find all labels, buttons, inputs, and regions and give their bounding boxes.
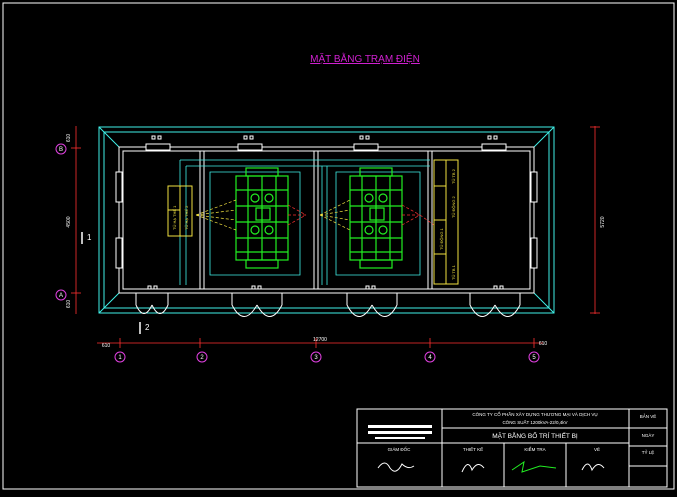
outer-wall — [98, 126, 555, 314]
section-marks — [81, 232, 141, 334]
tb-drawing-name: MẶT BẰNG BỐ TRÍ THIẾT BỊ — [492, 430, 578, 440]
signature-checker — [511, 460, 557, 473]
tb-company: CÔNG TY CỔ PHẦN XÂY DỰNG THƯƠNG MẠI VÀ D… — [472, 411, 597, 417]
signatures — [377, 460, 605, 473]
grid-x-1: 1 — [118, 355, 122, 361]
grid-axes-x-labels: 1 2 3 4 5 — [118, 355, 536, 361]
tb-sheet-label: BẢN VẼ — [640, 413, 657, 419]
cable-trench — [179, 159, 430, 285]
tb-check-label: KIỂM TRA — [524, 446, 545, 452]
panel-right-4 — [433, 253, 447, 285]
viewport-frame — [2, 2, 675, 490]
dim-right-offset: 610 — [539, 341, 548, 347]
tb-scale-label: TỶ LỆ — [642, 448, 655, 455]
tb-approve-label: GIÁM ĐỐC — [388, 446, 412, 452]
grid-axes-y — [55, 143, 67, 301]
dim-left-offset: 610 — [102, 343, 111, 349]
doors-bottom — [135, 285, 521, 317]
signature-drafter — [581, 463, 605, 472]
panel-group-left: TỦ HẠ THẾ 1 TỦ HẠ THẾ 2 — [167, 185, 193, 237]
grid-axes-y-labels: B A — [59, 147, 63, 299]
tb-draw-label: VẼ — [594, 446, 600, 452]
tb-project: CÔNG SUẤT 1200kVA-22/0,4kV — [502, 419, 567, 425]
dim-top-offset: 610 — [66, 134, 72, 143]
dim-bottom-offset: 610 — [66, 300, 72, 309]
panel-right-label-4: TỦ TB 1 — [451, 264, 456, 280]
title-block — [356, 408, 668, 488]
panel-left-label-2: TỦ HẠ THẾ 2 — [184, 205, 189, 230]
dim-overall-height: 5720 — [600, 216, 606, 227]
transformer-1 — [235, 167, 289, 269]
dimension-text: 12700 610 610 5720 4500 610 610 — [66, 134, 606, 349]
cable-fan-2 — [287, 204, 435, 226]
panel-right-label-3: TỦ ĐỘNG 1 — [439, 227, 444, 250]
panel-right-2 — [433, 185, 447, 221]
dim-total-length: 12700 — [313, 337, 327, 343]
grid-x-4: 4 — [428, 355, 432, 361]
section-mark-2: 2 — [145, 323, 150, 332]
panel-right-1 — [433, 159, 447, 187]
grid-y-a: A — [59, 293, 63, 299]
company-logo-block — [368, 425, 432, 439]
dimension-lines — [71, 126, 600, 348]
grid-y-b: B — [59, 147, 63, 153]
tb-design-label: THIẾT KẾ — [463, 446, 483, 452]
panel-right-label-2: TỦ ĐỘNG 2 — [451, 195, 456, 218]
signature-designer — [461, 464, 485, 473]
panel-left-base — [179, 185, 193, 237]
grid-x-2: 2 — [200, 355, 204, 361]
windows-side — [115, 171, 538, 269]
panel-left-label-1: TỦ HẠ THẾ 1 — [172, 205, 177, 230]
drawing-title: MẶT BẰNG TRẠM ĐIỆN — [310, 52, 420, 65]
panel-group-right: TỦ TB 2 TỦ ĐỘNG 2 TỦ ĐỘNG 1 TỦ TB 1 — [433, 159, 459, 285]
grid-x-3: 3 — [314, 355, 318, 361]
cable-fan-1 — [195, 199, 351, 231]
inner-walls — [118, 146, 535, 294]
signature-director — [377, 462, 415, 472]
panel-right-label-1: TỦ TB 2 — [451, 168, 456, 184]
grid-axes-x — [114, 351, 540, 363]
tb-date-label: NGÀY — [642, 432, 655, 438]
transformer-2 — [349, 167, 403, 269]
dim-inner-height: 4500 — [66, 216, 72, 227]
section-mark-1: 1 — [87, 233, 92, 242]
grid-x-5: 5 — [532, 355, 536, 361]
windows-top — [145, 135, 507, 151]
title-block-text: CÔNG TY CỔ PHẦN XÂY DỰNG THƯƠNG MẠI VÀ D… — [388, 411, 657, 455]
panel-right-back — [445, 159, 459, 285]
